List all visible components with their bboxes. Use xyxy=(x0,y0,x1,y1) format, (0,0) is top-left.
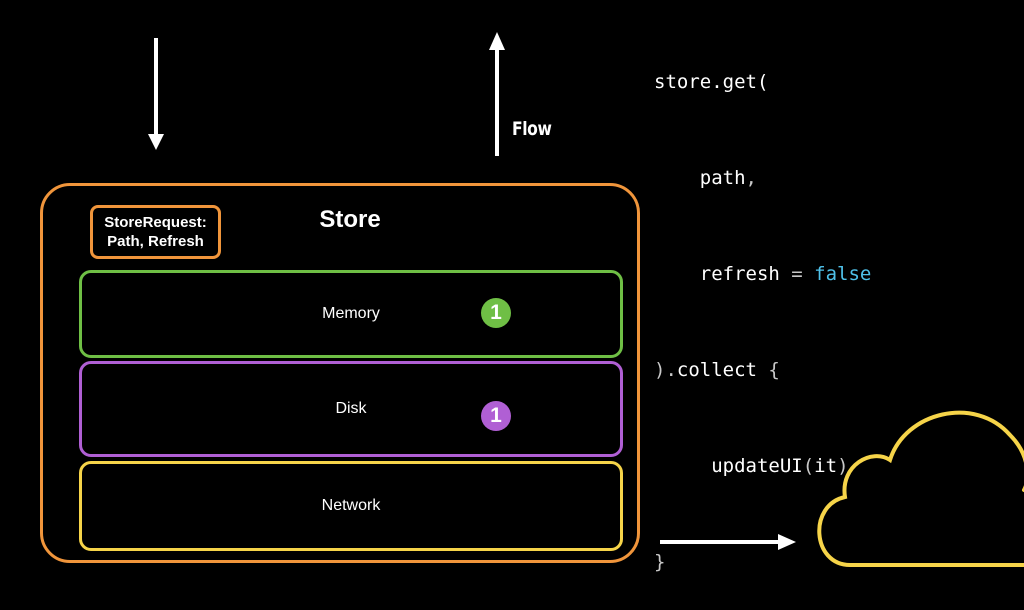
cloud-icon xyxy=(817,410,1024,567)
code-close-paren: ). xyxy=(654,359,677,381)
code-equals: = xyxy=(779,263,815,285)
code-line-1: store.get( xyxy=(654,66,871,98)
memory-count-badge: 1 xyxy=(481,298,511,328)
code-close-paren-2: ) xyxy=(837,455,849,477)
code-comma: , xyxy=(745,167,757,189)
memory-label: Memory xyxy=(322,305,380,322)
code-store-get: store.get( xyxy=(654,71,769,93)
store-request-box: StoreRequest: Path, Refresh xyxy=(90,205,221,259)
code-false-keyword: false xyxy=(814,263,872,285)
code-collect: collect xyxy=(676,359,769,381)
down-arrow-icon xyxy=(148,38,164,150)
store-request-title: StoreRequest: xyxy=(104,214,207,231)
network-layer: Network xyxy=(79,461,623,551)
code-line-5: updateUI(it) xyxy=(654,450,871,482)
code-line-3: refresh = false xyxy=(654,258,872,290)
disk-label: Disk xyxy=(335,400,367,417)
code-line-6: } xyxy=(654,546,871,578)
code-it-arg: it xyxy=(814,455,838,477)
up-arrow-icon xyxy=(489,32,505,156)
code-close-brace: } xyxy=(654,551,666,573)
diagram-arrows xyxy=(148,32,1024,567)
code-path-arg: path xyxy=(699,167,746,189)
code-refresh-arg: refresh xyxy=(699,263,780,285)
code-open-paren: ( xyxy=(802,455,815,477)
code-update-ui: updateUI xyxy=(711,455,803,477)
store-container xyxy=(40,183,640,563)
flow-label: Flow xyxy=(512,118,552,140)
code-line-4: ).collect { xyxy=(654,354,871,386)
code-line-2: path, xyxy=(654,162,871,194)
store-request-params: Path, Refresh xyxy=(107,233,204,250)
memory-layer: Memory xyxy=(79,270,623,358)
code-snippet: store.get( path, refresh = false ).colle… xyxy=(654,2,871,610)
disk-layer: Disk xyxy=(79,361,623,457)
network-label: Network xyxy=(321,497,381,514)
code-open-brace: { xyxy=(768,359,780,381)
store-title: Store xyxy=(319,206,381,233)
disk-count-badge: 1 xyxy=(481,401,511,431)
right-arrow-icon xyxy=(660,534,796,550)
